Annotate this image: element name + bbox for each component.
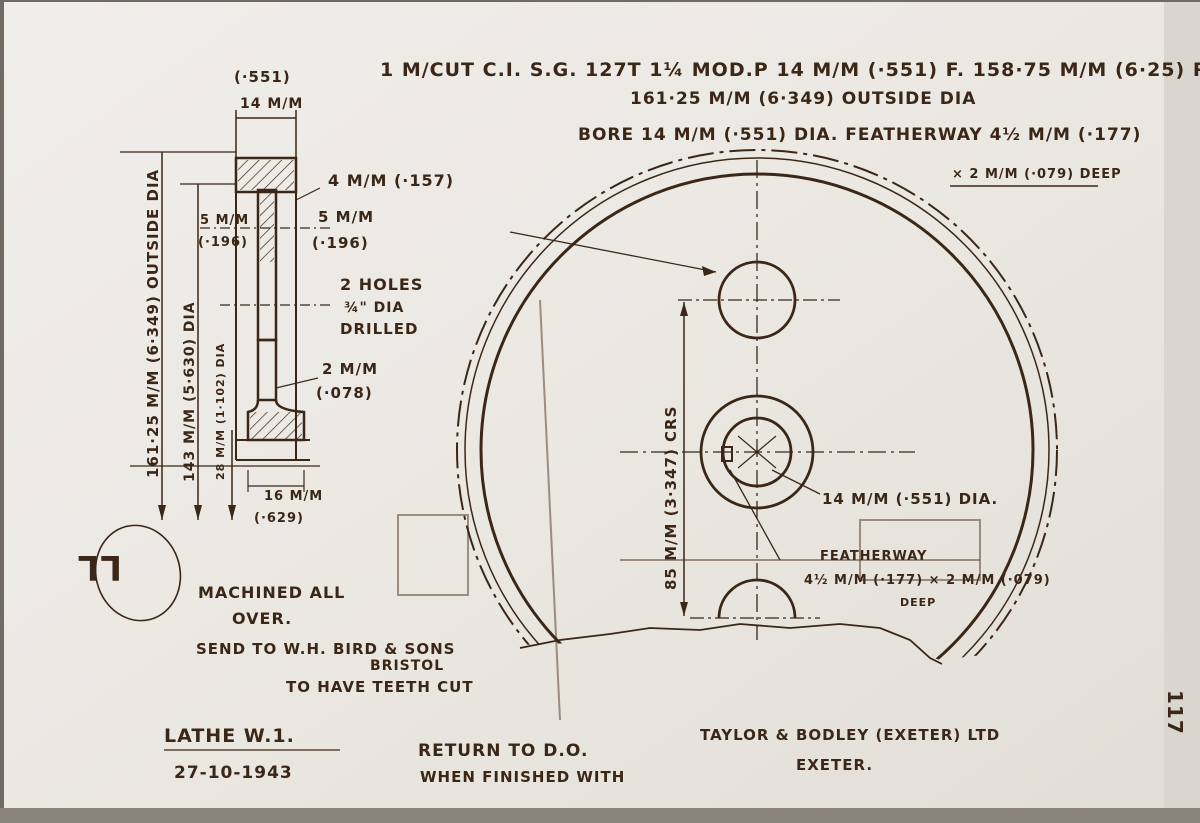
fillet-inch: (·078) [316, 384, 373, 402]
return-note-line1: RETURN TO D.O. [418, 741, 588, 761]
hub-length-inch: (·629) [254, 511, 304, 526]
featherway-line3: DEEP [900, 596, 936, 609]
header-spec-line3: BORE 14 M/M (·551) DIA. FEATHERWAY 4½ M/… [578, 125, 1141, 145]
left-hub-mm: 5 M/M [200, 213, 249, 228]
rim-dia-dim: 143 M/M (5·630) DIA [182, 301, 198, 482]
web-thickness-label: 4 M/M (·157) [328, 171, 454, 190]
fillet-label: 2 M/M [322, 360, 378, 378]
drawing-date: 27-10-1943 [174, 763, 293, 783]
hub-length-mm: 16 M/M [264, 489, 323, 504]
send-note-line2: BRISTOL [370, 658, 444, 674]
machined-note-line2: OVER. [232, 609, 292, 628]
send-note-line3: TO HAVE TEETH CUT [286, 678, 474, 696]
company-name: TAYLOR & BODLEY (EXETER) LTD [700, 726, 1000, 744]
gear-section-view [120, 110, 330, 520]
right-hub-mm: 5 M/M [318, 208, 374, 226]
holes-label-line2: ¾" DIA [344, 300, 404, 316]
sheet-number: 117 [1163, 690, 1187, 735]
holes-label-line3: DRILLED [340, 320, 418, 338]
company-city: EXETER. [796, 756, 873, 774]
header-spec-line4: × 2 M/M (·079) DEEP [952, 167, 1122, 182]
header-spec-line2: 161·25 M/M (6·349) OUTSIDE DIA [630, 89, 976, 109]
header-spec-line1: 1 M/CUT C.I. S.G. 127T 1¼ MOD.P 14 M/M (… [380, 59, 1200, 81]
svg-text:LL: LL [77, 547, 122, 587]
left-hub-inch: (·196) [198, 235, 248, 250]
machined-note-line1: MACHINED ALL [198, 583, 345, 602]
centres-dim: 85 M/M (3·347) CRS [662, 406, 680, 590]
outside-dia-dim: 161·25 M/M (6·349) OUTSIDE DIA [144, 169, 162, 478]
featherway-line2: 4½ M/M (·177) × 2 M/M (·079) [804, 573, 1051, 588]
bore-dia-label: 14 M/M (·551) DIA. [822, 490, 998, 508]
featherway-line1: FEATHERWAY [820, 549, 927, 564]
send-note-line1: SEND TO W.H. BIRD & SONS [196, 640, 455, 658]
lathe-label: LATHE W.1. [164, 725, 295, 747]
hub-dia-dim: 28 M/M (1·102) DIA [214, 343, 227, 480]
circle-mark: LL [77, 524, 182, 622]
right-hub-inch: (·196) [312, 234, 369, 252]
section-width-inch: (·551) [234, 68, 291, 86]
section-width-mm: 14 M/M [240, 96, 303, 112]
gear-face-view [397, 149, 1058, 721]
return-note-line2: WHEN FINISHED WITH [420, 768, 625, 786]
holes-label-line1: 2 HOLES [340, 275, 423, 294]
tracing-paper [4, 2, 1164, 808]
